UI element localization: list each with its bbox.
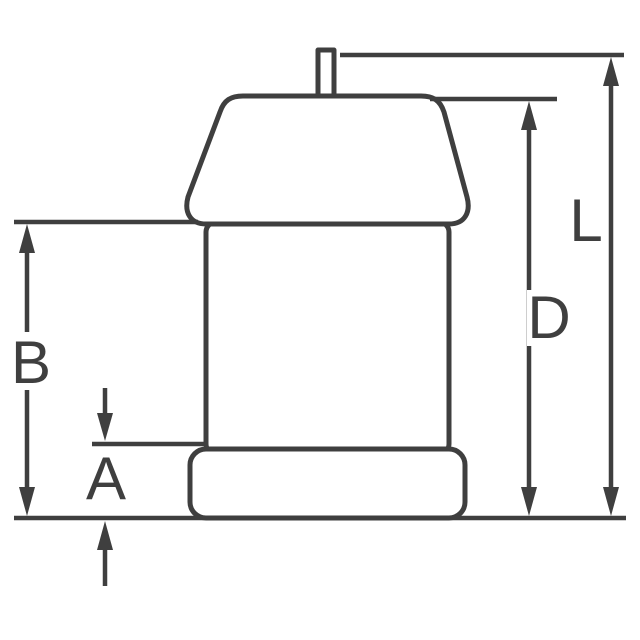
dim-label-l: L bbox=[569, 187, 602, 254]
dim-l-arrow-down-icon bbox=[603, 487, 619, 516]
component-dome bbox=[184, 93, 471, 227]
dim-b-label-mask bbox=[8, 332, 56, 390]
dim-label-a: A bbox=[86, 445, 126, 512]
component-body bbox=[203, 219, 452, 457]
dim-l-arrow-up-icon bbox=[603, 57, 619, 86]
component-base bbox=[187, 446, 468, 521]
dim-d-arrow-down-icon bbox=[521, 487, 537, 516]
dim-b-arrow-up-icon bbox=[19, 224, 35, 253]
dim-b-arrow-down-icon bbox=[19, 487, 35, 516]
dim-d-arrow-up-icon bbox=[521, 101, 537, 130]
dim-d-label-mask bbox=[527, 290, 571, 346]
dim-a-arrow-down-icon bbox=[97, 413, 113, 441]
dim-label-b: B bbox=[11, 329, 51, 396]
dim-a-arrow-up-icon bbox=[97, 521, 113, 550]
dim-label-d: D bbox=[527, 284, 570, 351]
